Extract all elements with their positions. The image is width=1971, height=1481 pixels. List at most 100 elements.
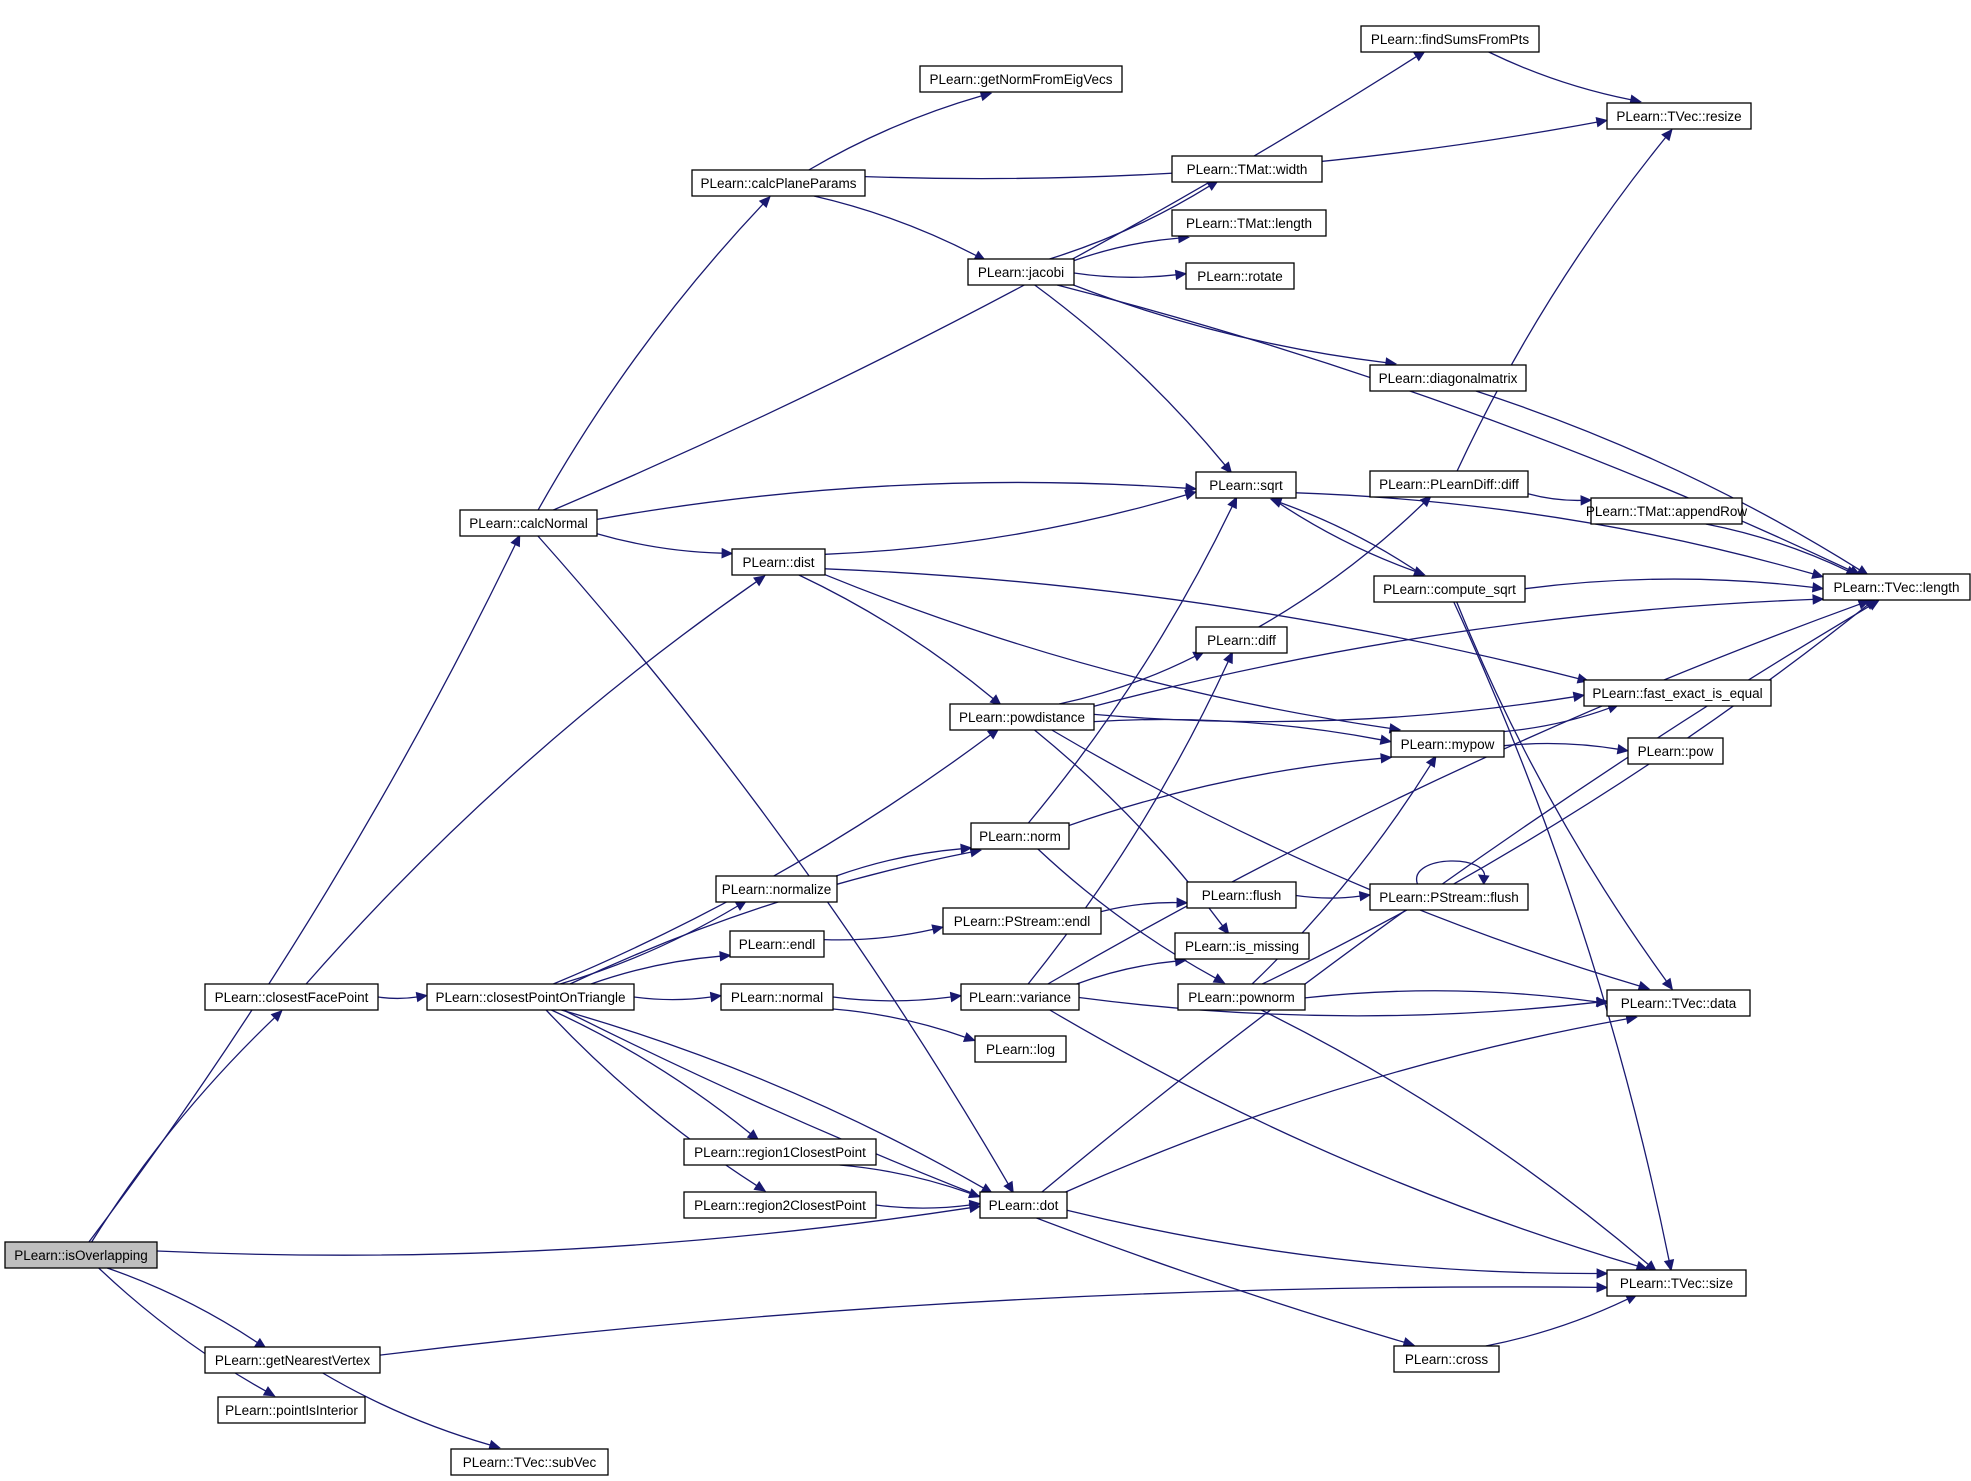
node-pow[interactable]: PLearn::pow [1627,737,1724,765]
node-appendRow[interactable]: PLearn::TMat::appendRow [1586,497,1748,525]
node-isMissing[interactable]: PLearn::is_missing [1174,932,1310,960]
call-edge-region1ClosestPoint-to-dot [839,1164,981,1199]
node-flush[interactable]: PLearn::flush [1186,881,1297,909]
node-powdistance[interactable]: PLearn::powdistance [949,703,1095,731]
node-normalize[interactable]: PLearn::normalize [715,875,838,903]
node-region1ClosestPoint[interactable]: PLearn::region1ClosestPoint [683,1138,877,1166]
node-pointIsInterior[interactable]: PLearn::pointIsInterior [217,1396,366,1424]
node-mypow[interactable]: PLearn::mypow [1390,730,1505,758]
node-box [1369,883,1529,911]
call-edge-closestPointOnTriangle-to-normalize [559,900,748,985]
node-dist[interactable]: PLearn::dist [731,548,826,576]
node-isOverlapping[interactable]: PLearn::isOverlapping [4,1241,158,1269]
node-pstreamEndl[interactable]: PLearn::PStream::endl [942,907,1102,935]
call-edge-pstreamFlush-to-pstreamFlush [1416,860,1490,885]
node-box [4,1241,158,1269]
node-box [683,1138,877,1166]
node-box [949,703,1095,731]
node-tvecData[interactable]: PLearn::TVec::data [1606,989,1751,1017]
node-getNearestVertex[interactable]: PLearn::getNearestVertex [204,1346,381,1374]
node-label: PLearn::diff [1207,633,1276,648]
node-tvecLength[interactable]: PLearn::TVec::length [1822,573,1971,601]
node-label: PLearn::diagonalmatrix [1379,371,1518,386]
call-edge-pownorm-to-tvecData [1304,990,1609,1007]
node-subVec[interactable]: PLearn::TVec::subVec [450,1448,609,1476]
node-box [204,983,379,1011]
node-tmatWidth[interactable]: PLearn::TMat::width [1171,155,1323,183]
node-jacobi[interactable]: PLearn::jacobi [967,258,1075,286]
node-rotate[interactable]: PLearn::rotate [1185,262,1295,290]
node-label: PLearn::normal [731,990,823,1005]
node-pownorm[interactable]: PLearn::pownorm [1177,983,1306,1011]
node-calcPlaneParams[interactable]: PLearn::calcPlaneParams [691,169,866,197]
node-label: PLearn::fast_exact_is_equal [1592,686,1762,701]
node-box [1373,575,1526,603]
node-log[interactable]: PLearn::log [974,1035,1067,1063]
node-label: PLearn::norm [979,829,1061,844]
call-edge-closestPointOnTriangle-to-region2ClosestPoint [545,1009,767,1192]
node-findSumsFromPts[interactable]: PLearn::findSumsFromPts [1360,25,1540,53]
node-box [1606,1269,1747,1297]
call-edge-sqrt-to-tvecLength [1295,492,1824,579]
node-tvecResize[interactable]: PLearn::TVec::resize [1606,102,1752,130]
node-box [1360,25,1540,53]
call-edge-dist-to-sqrt [824,489,1197,555]
call-edge-normal-to-variance [832,991,963,1003]
call-edge-dot-to-tvecSize [1066,1209,1609,1279]
call-edge-variance-to-diff [1027,651,1233,985]
node-tvecSize[interactable]: PLearn::TVec::size [1606,1269,1747,1297]
node-cross[interactable]: PLearn::cross [1393,1345,1500,1373]
node-norm[interactable]: PLearn::norm [970,822,1070,850]
node-label: PLearn::TMat::width [1187,162,1308,177]
node-box [1590,497,1743,525]
node-diagonalmatrix[interactable]: PLearn::diagonalmatrix [1369,364,1527,392]
call-edge-normalize-to-norm [835,843,973,877]
node-box [960,983,1080,1011]
node-label: PLearn::TVec::subVec [463,1455,597,1470]
node-box [974,1035,1067,1063]
call-edges [88,50,1880,1451]
node-diff[interactable]: PLearn::diff [1195,626,1288,654]
node-box [1369,364,1527,392]
node-label: PLearn::region1ClosestPoint [694,1145,866,1160]
node-label: PLearn::cross [1405,1352,1489,1367]
node-tmatLength[interactable]: PLearn::TMat::length [1171,209,1327,237]
node-box [919,65,1123,93]
node-box [720,983,834,1011]
node-dot[interactable]: PLearn::dot [979,1191,1068,1219]
call-edge-powdistance-to-tvecLength [1093,594,1825,707]
node-sqrt[interactable]: PLearn::sqrt [1195,471,1297,499]
node-label: PLearn::log [986,1042,1055,1057]
node-label: PLearn::calcPlaneParams [700,176,856,191]
node-box [731,548,826,576]
node-box [942,907,1102,935]
node-computeSqrt[interactable]: PLearn::compute_sqrt [1373,575,1526,603]
call-edge-computeSqrt-to-sqrt [1269,497,1425,577]
call-edge-isOverlapping-to-pointIsInterior [98,1267,276,1397]
call-edge-findSumsFromPts-to-tvecResize [1488,51,1642,105]
node-box [459,509,598,537]
node-region2ClosestPoint[interactable]: PLearn::region2ClosestPoint [683,1191,877,1219]
node-normal[interactable]: PLearn::normal [720,983,834,1011]
node-closestFacePoint[interactable]: PLearn::closestFacePoint [204,983,379,1011]
call-edge-sqrt-to-computeSqrt [1271,497,1426,577]
node-closestPointOnTriangle[interactable]: PLearn::closestPointOnTriangle [426,983,635,1011]
node-pstreamFlush[interactable]: PLearn::PStream::flush [1369,883,1529,911]
node-endl[interactable]: PLearn::endl [729,930,825,958]
call-edge-isOverlapping-to-closestFacePoint [91,1009,283,1243]
node-plearnDiffDiff[interactable]: PLearn::PLearnDiff::diff [1369,470,1529,498]
node-label: PLearn::is_missing [1185,939,1299,954]
node-box [1390,730,1505,758]
node-label: PLearn::region2ClosestPoint [694,1198,866,1213]
node-label: PLearn::TVec::size [1620,1276,1733,1291]
node-label: PLearn::TVec::resize [1616,109,1741,124]
node-getNormFromEigVecs[interactable]: PLearn::getNormFromEigVecs [919,65,1123,93]
node-variance[interactable]: PLearn::variance [960,983,1080,1011]
node-box [715,875,838,903]
node-fastExactIsEqual[interactable]: PLearn::fast_exact_is_equal [1583,679,1772,707]
node-calcNormal[interactable]: PLearn::calcNormal [459,509,598,537]
node-box [1186,881,1297,909]
node-box [426,983,635,1011]
node-box [1369,470,1529,498]
